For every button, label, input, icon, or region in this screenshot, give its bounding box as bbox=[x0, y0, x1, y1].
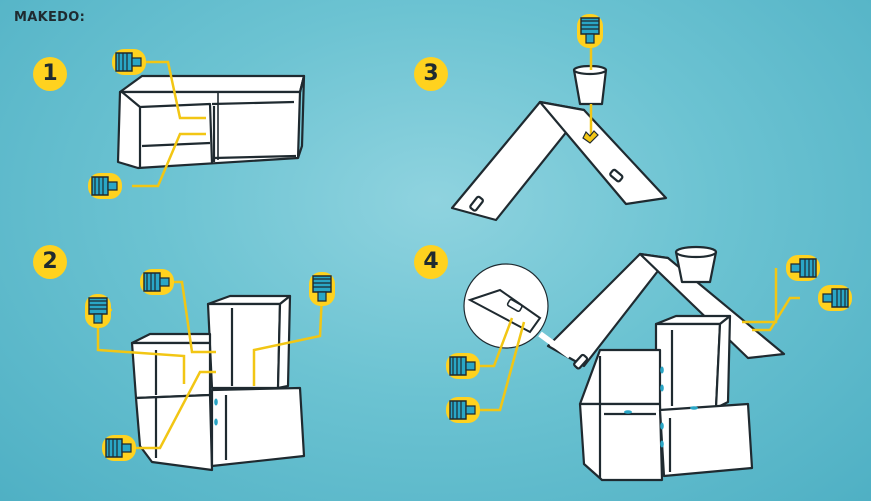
step-1-screw-icon-bottom bbox=[88, 173, 122, 199]
step-3-heart-icon bbox=[582, 130, 599, 144]
step-badge-2: 2 bbox=[33, 245, 67, 279]
step-3-screw-icon bbox=[577, 14, 603, 48]
step-3-illustration bbox=[450, 64, 668, 222]
step-4-screw-icon-left-top bbox=[446, 353, 480, 379]
step-badge-4: 4 bbox=[414, 245, 448, 279]
step-2-screw-icon-right bbox=[309, 272, 335, 306]
step-2-holes bbox=[214, 398, 218, 426]
step-4-screw-icon-left-bottom bbox=[446, 397, 480, 423]
step-1-screw-icon-top bbox=[112, 49, 146, 75]
step-2-screw-icon-top bbox=[140, 269, 174, 295]
step-badge-1: 1 bbox=[33, 57, 67, 91]
step-badge-3: 3 bbox=[414, 57, 448, 91]
step-4-screw-icon-right-bottom bbox=[818, 285, 852, 311]
step-4-zoom-callout bbox=[463, 263, 572, 359]
brand-title: MAKEDO: bbox=[14, 10, 86, 25]
step-2-illustration bbox=[130, 294, 306, 472]
step-2-screw-icon-left bbox=[85, 294, 111, 328]
step-2-screw-icon-bottom bbox=[102, 435, 136, 461]
step-1-illustration bbox=[116, 74, 306, 170]
step-1-connectors bbox=[132, 60, 206, 188]
step-4-illustration bbox=[546, 245, 786, 482]
step-4-screw-icon-right-top bbox=[786, 255, 820, 281]
step-4-holes bbox=[624, 366, 698, 448]
